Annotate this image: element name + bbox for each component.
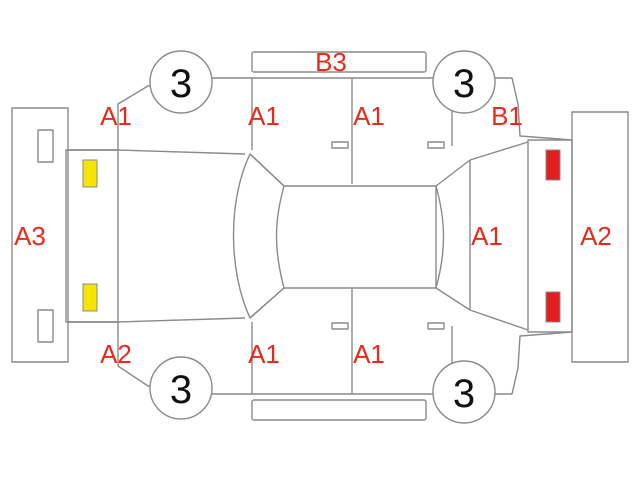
label-rear-left-quarter: B1 (491, 101, 523, 131)
headlight-right-marker (82, 283, 98, 312)
label-rear-glass: A1 (471, 221, 503, 251)
tire-front-right: 3 (149, 356, 213, 420)
label-front-right-fender: A2 (100, 339, 132, 369)
car-body (65, 77, 573, 395)
tire-front-left: 3 (149, 50, 213, 114)
label-rear-right-door: A1 (353, 339, 385, 369)
taillight-left-marker (545, 149, 561, 181)
tire-rear-left-score: 3 (453, 62, 475, 106)
label-rear-bumper: A2 (580, 221, 612, 251)
front-bumper (11, 107, 69, 363)
headlight-left-marker (82, 159, 98, 188)
tire-front-right-score: 3 (170, 368, 192, 412)
tire-front-left-score: 3 (170, 62, 192, 106)
upper-side-sill (251, 51, 427, 73)
taillight-right-marker (545, 291, 561, 323)
label-front-bumper: A3 (14, 221, 46, 251)
lower-side-sill (251, 399, 427, 421)
label-top-panel: B3 (315, 47, 347, 77)
label-front-left-door: A1 (248, 101, 280, 131)
label-front-left-fender: A1 (100, 101, 132, 131)
tire-rear-right: 3 (432, 360, 496, 424)
tire-rear-right-score: 3 (453, 372, 475, 416)
label-rear-left-door: A1 (353, 101, 385, 131)
tire-rear-left: 3 (432, 50, 496, 114)
label-front-right-door: A1 (248, 339, 280, 369)
